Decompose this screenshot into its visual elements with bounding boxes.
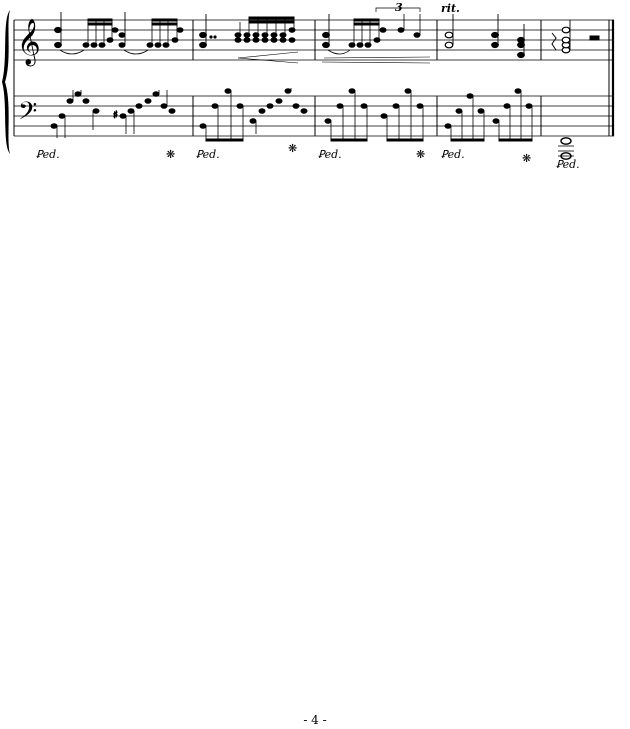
bass-measure-2: [199, 88, 308, 142]
pedal-press-1: Ꝑed.: [36, 148, 60, 161]
treble-measure-1: [54, 12, 184, 55]
pedal-release-4: ❋: [522, 152, 531, 165]
treble-measure-4: [444, 14, 525, 59]
pedal-release-1: ❋: [166, 148, 175, 161]
ritardando-marking: rit.: [441, 2, 460, 15]
pedal-press-3: Ꝑed.: [318, 148, 342, 161]
half-rest: [589, 35, 600, 41]
svg-text:♯: ♯: [113, 110, 118, 121]
pedal-press-4: Ꝑed.: [441, 148, 465, 161]
bass-measure-1: ♯: [50, 90, 176, 138]
bass-measure-5: [558, 137, 574, 160]
pedal-release-3: ❋: [416, 148, 425, 161]
bass-measure-3: [324, 88, 424, 142]
pedal-press-5: Ꝑed.: [556, 158, 580, 171]
pedal-release-2: ❋: [288, 142, 297, 155]
barlines: [13, 20, 615, 136]
pedal-markings: Ꝑed. ❋ Ꝑed. ❋ Ꝑed. ❋ Ꝑed. ❋ Ꝑed.: [36, 142, 580, 171]
bass-staff: [14, 95, 614, 137]
treble-measure-3: [321, 7, 431, 64]
pedal-press-2: Ꝑed.: [196, 148, 220, 161]
treble-measure-2: [199, 14, 299, 64]
grand-staff-brace: [2, 10, 10, 154]
page-number: - 4 -: [303, 713, 327, 727]
treble-measure-5: [551, 20, 600, 54]
bass-clef: 𝄢: [18, 97, 37, 132]
triplet-marker: 3: [395, 1, 403, 14]
treble-clef: 𝄞: [17, 19, 41, 67]
bass-measure-4: [444, 88, 533, 142]
